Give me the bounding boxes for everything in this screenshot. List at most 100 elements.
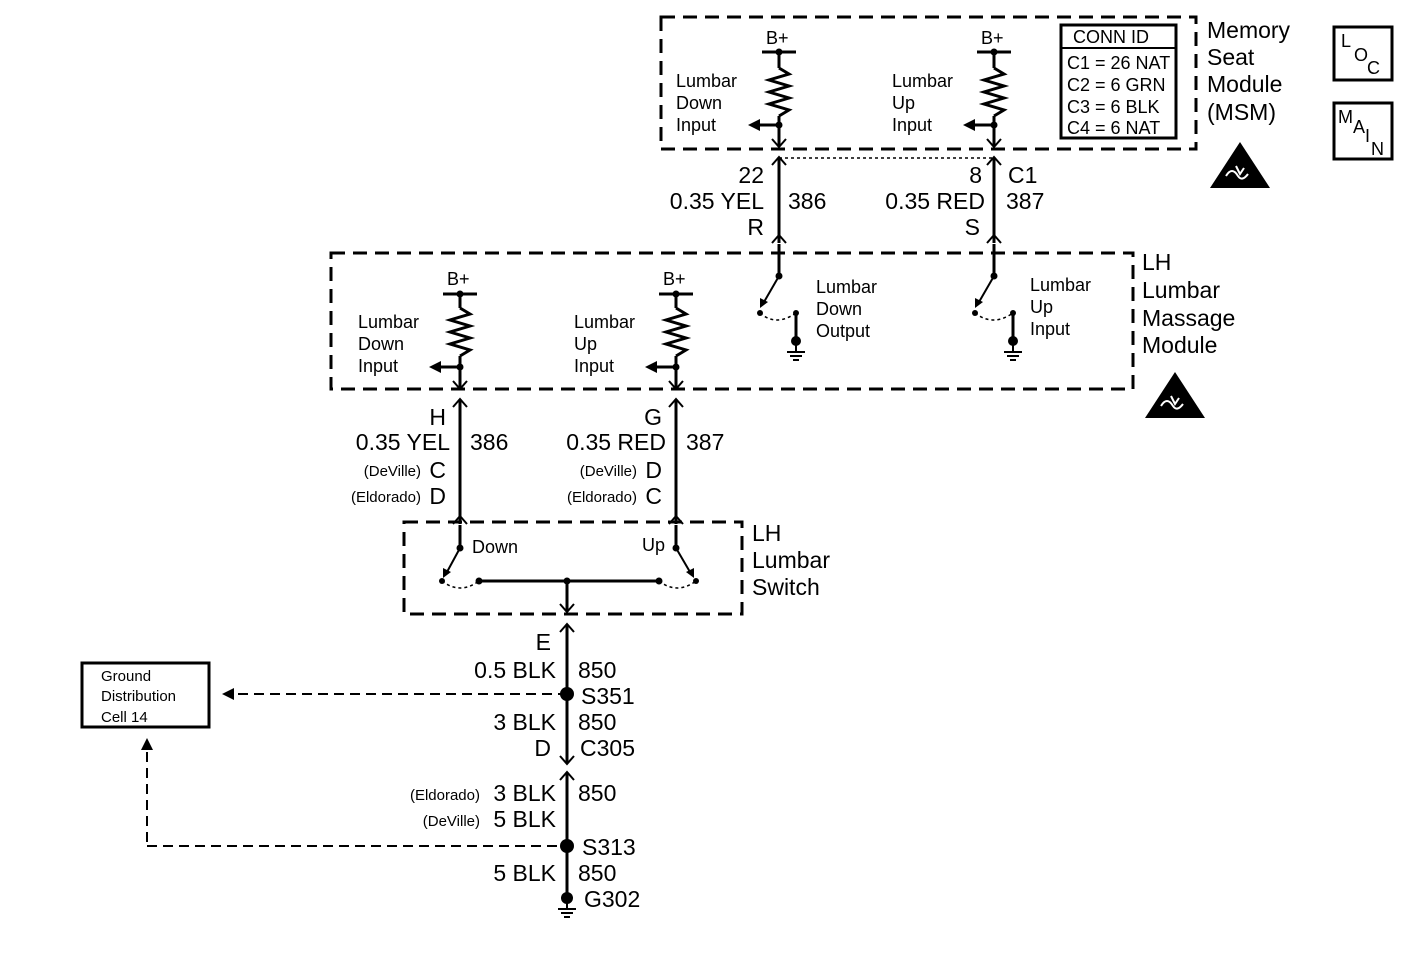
ground-distribution-link[interactable]: Ground Distribution Cell 14 [80,661,561,847]
lmm-down-input-1: Lumbar [358,312,419,332]
memory-seat-module: B+ Lumbar Down Input B+ Lumbar Up Input … [659,15,1291,189]
pin-label: D [534,735,551,761]
switch-down-label: Down [472,537,518,557]
pin-label: H [429,404,446,430]
lmm-down-input-3: Input [358,356,398,376]
msm-title-4: (MSM) [1207,99,1276,125]
model-label: (Eldorado) [567,489,637,506]
loc-letter: C [1367,58,1380,78]
arrow-left-icon [963,119,975,131]
ground-label: G302 [584,886,640,912]
loc-badge[interactable]: L O C [1332,25,1394,82]
conn-id-row: C1 = 26 NAT [1067,53,1170,73]
wire-color-label: 0.35 RED [566,429,666,455]
splice-s351 [560,687,574,701]
model-label: (Eldorado) [351,489,421,506]
lmm-bplus-left: B+ [447,269,470,289]
conn-id-row: C3 = 6 BLK [1067,97,1160,117]
lmm-up-input-r-1: Lumbar [1030,275,1091,295]
pin-label: D [429,483,446,509]
msm-down-input-3: Input [676,115,716,135]
model-label: (Eldorado) [410,787,480,804]
circuit-label: 387 [686,429,724,455]
msm-title-1: Memory [1207,17,1291,43]
msm-down-input-2: Down [676,93,722,113]
msm-down-input-1: Lumbar [676,71,737,91]
esd-sensitive-icon [1144,371,1206,419]
msm-bplus-left: B+ [766,28,789,48]
msm-resistor-left [763,66,795,118]
pin-label: R [747,214,764,240]
ground-icon [1003,343,1023,361]
ground-icon [557,900,577,918]
lh-lumbar-massage-module: Lumbar Down Output Lumbar Up Input B+ Lu… [329,244,1235,419]
msm-resistor-right [978,66,1010,118]
circuit-label: 386 [788,188,826,214]
switch-up-label: Up [642,535,665,555]
arrow-left-icon [222,688,234,700]
lmm-title-2: Lumbar [1142,277,1220,303]
switch-title-1: LH [752,520,781,546]
main-letter: M [1338,107,1353,127]
lmm-resistor-right [660,306,692,358]
lmm-up-input-r-3: Input [1030,319,1070,339]
arrow-left-icon [429,361,441,373]
switch-title-3: Switch [752,574,820,600]
arrow-left-icon [748,119,760,131]
main-letter: N [1371,139,1384,159]
switch-title-2: Lumbar [752,547,830,573]
wire-color-label: 5 BLK [493,860,556,886]
esd-sensitive-icon [1209,141,1271,189]
lh-lumbar-switch: Down Up LH Lumbar Switch [402,520,830,616]
main-badge[interactable]: M A I N [1332,101,1394,161]
lmm-up-input-3: Input [574,356,614,376]
msm-up-input-2: Up [892,93,915,113]
pin-label: C [645,483,662,509]
wire-color-label: 0.5 BLK [474,657,556,683]
lmm-bplus-right: B+ [663,269,686,289]
main-letter: A [1353,117,1365,137]
loc-letter: O [1354,45,1368,65]
lmm-down-output-3: Output [816,321,870,341]
lmm-title-1: LH [1142,249,1171,275]
circuit-label: 850 [578,657,616,683]
wire-color-label: 0.35 YEL [670,188,764,214]
msm-up-input-1: Lumbar [892,71,953,91]
circuit-label: 850 [578,860,616,886]
lmm-down-output-1: Lumbar [816,277,877,297]
wire-color-label: 5 BLK [493,806,556,832]
conn-id-row: C2 = 6 GRN [1067,75,1166,95]
model-label: (DeVille) [423,813,480,830]
ground-distribution-box[interactable] [80,661,211,729]
wire-color-label: 0.35 RED [885,188,985,214]
lmm-box [329,251,1135,391]
splice-label: S351 [581,683,635,709]
lmm-title-4: Module [1142,332,1217,358]
model-label: (DeVille) [580,463,637,480]
conn-id-table: CONN ID C1 = 26 NAT C2 = 6 GRN C3 = 6 BL… [1059,23,1178,140]
connector-label: C1 [1008,162,1037,188]
lmm-up-input-2: Up [574,334,597,354]
gdc-line: Cell 14 [101,709,148,726]
main-letter: I [1365,126,1370,146]
gdc-line: Distribution [101,688,176,705]
circuit-label: 850 [578,780,616,806]
circuit-label: 850 [578,709,616,735]
lmm-up-input-r-2: Up [1030,297,1053,317]
lmm-down-input-2: Down [358,334,404,354]
pin-label: 22 [738,162,764,188]
gdc-line: Ground [101,668,151,685]
msm-up-input-3: Input [892,115,932,135]
splice-label: S313 [582,834,636,860]
wire-color-label: 3 BLK [493,780,556,806]
lmm-up-input-1: Lumbar [574,312,635,332]
wire-color-label: 0.35 YEL [356,429,450,455]
msm-title-3: Module [1207,71,1282,97]
ground-path: E 0.5 BLK 850 S351 3 BLK 850 D C305 (Eld… [410,622,640,918]
pin-label: 8 [969,162,982,188]
circuit-label: 386 [470,429,508,455]
arrow-up-icon [141,738,153,750]
conn-id-title: CONN ID [1073,27,1149,47]
lmm-resistor-left [444,306,476,358]
